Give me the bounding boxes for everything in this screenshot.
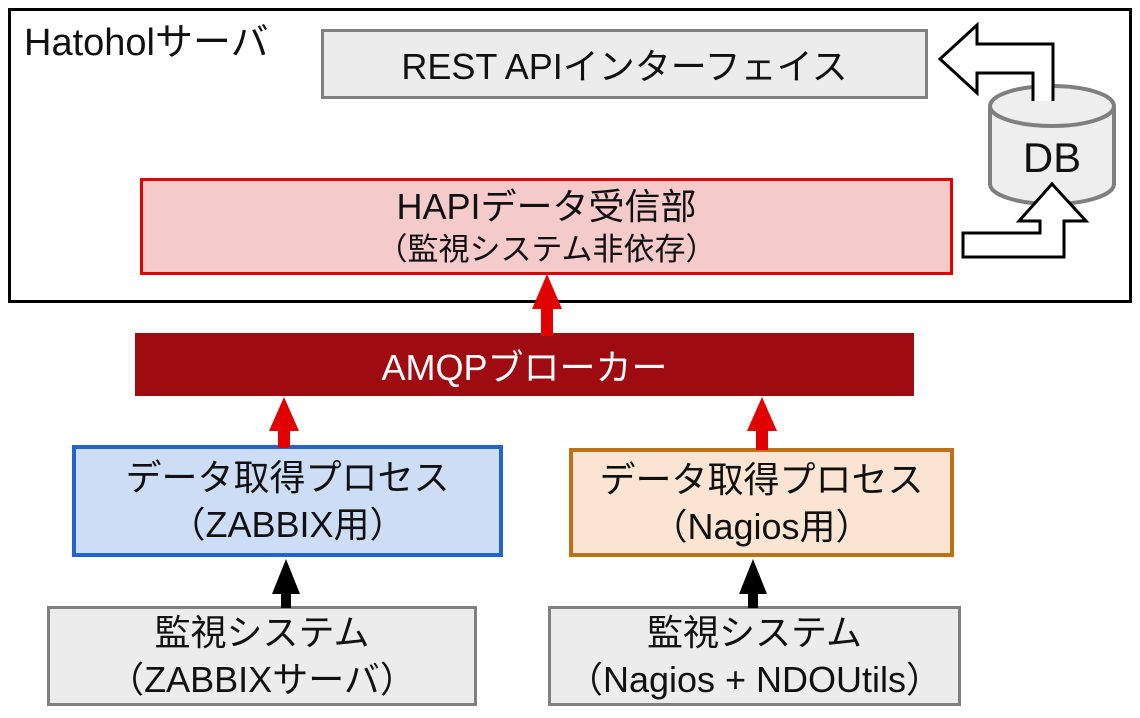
nagiossys-to-process-arrow-icon bbox=[739, 559, 767, 608]
zabbix-to-amqp-arrow-icon bbox=[269, 397, 299, 448]
hatohol-server-label: Hatoholサーバ bbox=[24, 22, 269, 64]
nagios-system-box: 監視システム （Nagios + NDOUtils） bbox=[548, 606, 961, 706]
rest-api-label: REST APIインターフェイス bbox=[401, 46, 848, 87]
nagios-process-label: データ取得プロセス bbox=[599, 458, 924, 500]
db-to-restapi-arrow-icon bbox=[937, 21, 1055, 101]
zabbix-process-box: データ取得プロセス （ZABBIX用） bbox=[72, 445, 503, 557]
amqp-to-hapi-arrow-icon bbox=[532, 274, 562, 336]
db-label: DB bbox=[1022, 134, 1082, 181]
hapi-receiver-label: HAPIデータ受信部 bbox=[396, 185, 697, 227]
amqp-broker-box: AMQPブローカー bbox=[135, 333, 914, 396]
zabbix-system-box: 監視システム （ZABBIXサーバ） bbox=[47, 606, 477, 706]
nagios-to-amqp-arrow-icon bbox=[747, 397, 777, 450]
hapi-to-db-arrow-icon bbox=[961, 181, 1090, 259]
nagios-process-sublabel: （Nagios用） bbox=[651, 505, 872, 547]
zabbix-system-label: 監視システム bbox=[154, 612, 370, 653]
zabbix-system-sublabel: （ZABBIXサーバ） bbox=[108, 659, 416, 700]
hapi-receiver-sublabel: （監視システム非依存） bbox=[376, 231, 717, 267]
amqp-broker-label: AMQPブローカー bbox=[381, 346, 668, 388]
nagios-process-box: データ取得プロセス （Nagios用） bbox=[569, 448, 954, 557]
zabbix-process-sublabel: （ZABBIX用） bbox=[169, 504, 406, 545]
hapi-receiver-box: HAPIデータ受信部 （監視システム非依存） bbox=[140, 178, 953, 275]
nagios-system-sublabel: （Nagios + NDOUtils） bbox=[566, 659, 943, 700]
rest-api-box: REST APIインターフェイス bbox=[321, 29, 928, 99]
nagios-system-label: 監視システム bbox=[647, 612, 862, 653]
zabbixsys-to-process-arrow-icon bbox=[272, 559, 300, 608]
zabbix-process-label: データ取得プロセス bbox=[125, 457, 450, 498]
